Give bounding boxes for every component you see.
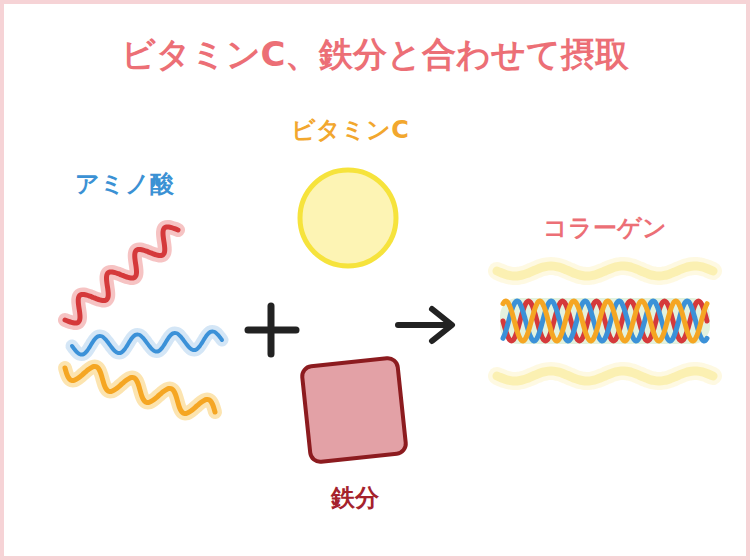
helix-strand	[503, 301, 707, 341]
node-label: ビタミンC	[291, 116, 409, 145]
strand-glow	[72, 331, 222, 354]
strand	[497, 266, 713, 276]
strand	[497, 371, 713, 381]
strand-glow	[65, 227, 178, 323]
strand-glow	[497, 266, 713, 276]
plus-sign	[248, 306, 296, 354]
strand	[65, 227, 178, 323]
helix-glow	[500, 298, 710, 344]
strand-glow	[497, 371, 713, 381]
strand	[65, 367, 215, 414]
iron-square: 鉄分	[290, 352, 420, 527]
node-label: アミノ酸	[75, 170, 174, 199]
amino-acid-strands-outline	[50, 170, 240, 440]
amino-acid-strands: アミノ酸	[50, 170, 240, 440]
collagen-helix: コラーゲン	[485, 214, 725, 399]
helix-strand	[503, 301, 707, 341]
title: ビタミンC、鉄分と合わせて摂取	[0, 34, 750, 75]
vitamin-circle	[300, 170, 396, 266]
arrow-symbol	[398, 309, 452, 341]
node-label: 鉄分	[331, 484, 379, 513]
iron-block	[301, 357, 407, 463]
vitamin-c-circle: ビタミンC	[280, 116, 420, 286]
strand-glow	[65, 367, 215, 414]
strand	[72, 331, 222, 354]
node-label: コラーゲン	[543, 214, 667, 243]
helix-strand	[503, 301, 707, 341]
